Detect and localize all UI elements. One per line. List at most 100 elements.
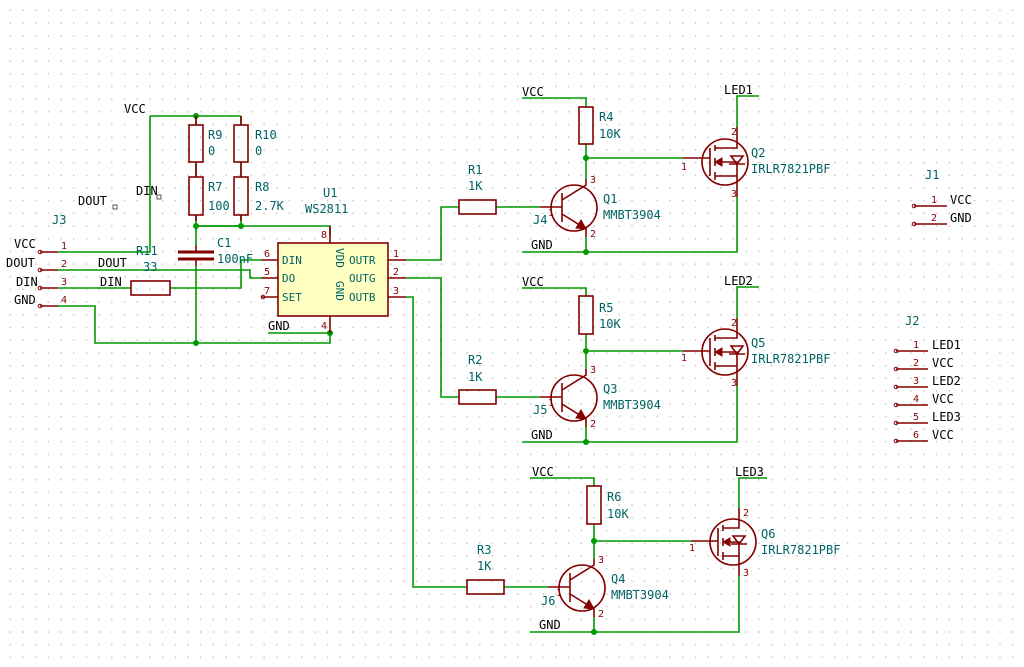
jumper-j4[interactable]: J4 bbox=[533, 213, 547, 227]
svg-text:6: 6 bbox=[264, 249, 270, 260]
svg-text:5: 5 bbox=[913, 412, 919, 423]
net-flag-dout: DOUT bbox=[78, 194, 107, 208]
svg-text:MMBT3904: MMBT3904 bbox=[611, 588, 669, 602]
npn-transistor-q3[interactable]: 1 3 2 Q3 MMBT3904 bbox=[540, 365, 661, 430]
svg-text:3: 3 bbox=[731, 189, 737, 200]
jumper-j5[interactable]: J5 bbox=[533, 403, 547, 417]
svg-text:OUTB: OUTB bbox=[349, 291, 376, 304]
no-connect-marker bbox=[156, 194, 162, 200]
svg-text:4: 4 bbox=[61, 295, 67, 306]
svg-text:R7: R7 bbox=[208, 180, 222, 194]
svg-text:100: 100 bbox=[208, 199, 230, 213]
mosfet-q5[interactable]: 1 2 3 Q5 IRLR7821PBF bbox=[681, 318, 830, 389]
svg-text:R1: R1 bbox=[468, 163, 482, 177]
svg-text:R8: R8 bbox=[255, 180, 269, 194]
svg-text:1: 1 bbox=[393, 249, 399, 260]
svg-text:Q1: Q1 bbox=[603, 192, 617, 206]
svg-text:3: 3 bbox=[743, 568, 749, 579]
svg-text:2: 2 bbox=[743, 508, 749, 519]
svg-text:6: 6 bbox=[913, 430, 919, 441]
resistor-r10[interactable]: R10 0 bbox=[233, 116, 277, 171]
svg-text:4: 4 bbox=[321, 321, 327, 332]
connector-j2[interactable]: J2 1 2 3 4 5 6 LED1 VCC LED2 VCC LED3 VC… bbox=[893, 314, 961, 444]
svg-text:1: 1 bbox=[689, 543, 695, 554]
junction bbox=[591, 629, 597, 635]
svg-text:GND: GND bbox=[950, 211, 972, 225]
jumper-j6[interactable]: J6 bbox=[541, 594, 555, 608]
connector-j1[interactable]: J1 1 2 VCC GND bbox=[911, 168, 972, 227]
svg-text:R6: R6 bbox=[607, 490, 621, 504]
net-label-vcc: VCC bbox=[532, 465, 554, 479]
svg-text:IRLR7821PBF: IRLR7821PBF bbox=[761, 543, 840, 557]
svg-text:R2: R2 bbox=[468, 353, 482, 367]
resistor-r11[interactable]: R11 33 bbox=[130, 244, 171, 296]
svg-text:1: 1 bbox=[681, 353, 687, 364]
ic-u1-ws2811[interactable]: U1 WS2811 6 5 7 1 2 3 8 4 DIN DO SET OUT… bbox=[260, 186, 406, 333]
svg-text:10K: 10K bbox=[607, 507, 629, 521]
svg-text:WS2811: WS2811 bbox=[305, 202, 348, 216]
capacitor-c1[interactable]: C1 100nF bbox=[178, 236, 253, 266]
svg-text:VCC: VCC bbox=[932, 392, 954, 406]
svg-text:2: 2 bbox=[61, 259, 67, 270]
resistor-r8[interactable]: R8 2.7K bbox=[233, 171, 285, 221]
resistor-r3[interactable]: R3 1K bbox=[466, 543, 505, 595]
svg-text:C1: C1 bbox=[217, 236, 231, 250]
npn-transistor-q1[interactable]: 1 3 2 Q1 MMBT3904 bbox=[540, 175, 661, 240]
svg-text:LED1: LED1 bbox=[932, 338, 961, 352]
svg-text:1: 1 bbox=[548, 398, 554, 409]
svg-text:R5: R5 bbox=[599, 301, 613, 315]
resistor-r6[interactable]: R6 10K bbox=[586, 485, 629, 525]
svg-text:3: 3 bbox=[731, 378, 737, 389]
junction bbox=[583, 439, 589, 445]
svg-text:Q3: Q3 bbox=[603, 382, 617, 396]
svg-text:1K: 1K bbox=[477, 559, 492, 573]
no-connect-marker bbox=[112, 204, 118, 210]
resistor-r1[interactable]: R1 1K bbox=[458, 163, 497, 215]
svg-text:VCC: VCC bbox=[950, 193, 972, 207]
svg-text:J2: J2 bbox=[905, 314, 919, 328]
npn-transistor-q4[interactable]: 1 3 2 Q4 MMBT3904 bbox=[548, 555, 669, 620]
net-label-gnd: GND bbox=[531, 238, 553, 252]
resistor-r5[interactable]: R5 10K bbox=[578, 295, 621, 335]
svg-text:1: 1 bbox=[548, 208, 554, 219]
svg-text:MMBT3904: MMBT3904 bbox=[603, 208, 661, 222]
svg-text:VCC: VCC bbox=[932, 428, 954, 442]
svg-text:VCC: VCC bbox=[14, 237, 36, 251]
svg-text:2: 2 bbox=[393, 267, 399, 278]
svg-text:IRLR7821PBF: IRLR7821PBF bbox=[751, 352, 830, 366]
svg-text:J3: J3 bbox=[52, 213, 66, 227]
svg-text:R3: R3 bbox=[477, 543, 491, 557]
svg-text:Q2: Q2 bbox=[751, 146, 765, 160]
connector-j3[interactable]: J3 1 2 3 4 VCC DOUT DIN GND bbox=[6, 213, 67, 309]
resistor-r2[interactable]: R2 1K bbox=[458, 353, 497, 405]
svg-text:2: 2 bbox=[590, 419, 596, 430]
resistor-r9[interactable]: R9 0 bbox=[188, 116, 222, 171]
svg-text:R10: R10 bbox=[255, 128, 277, 142]
svg-text:VCC: VCC bbox=[932, 356, 954, 370]
svg-text:3: 3 bbox=[590, 365, 596, 376]
svg-text:0: 0 bbox=[255, 144, 262, 158]
net-label-din: DIN bbox=[100, 275, 122, 289]
svg-text:MMBT3904: MMBT3904 bbox=[603, 398, 661, 412]
net-label-led1: LED1 bbox=[724, 83, 753, 97]
resistor-r4[interactable]: R4 10K bbox=[578, 106, 621, 145]
svg-text:OUTG: OUTG bbox=[349, 272, 376, 285]
svg-text:2.7K: 2.7K bbox=[255, 199, 285, 213]
svg-text:3: 3 bbox=[590, 175, 596, 186]
mosfet-q6[interactable]: 1 2 3 Q6 IRLR7821PBF bbox=[689, 508, 840, 579]
svg-text:R11: R11 bbox=[136, 244, 158, 258]
net-label-vcc: VCC bbox=[522, 275, 544, 289]
svg-text:1K: 1K bbox=[468, 179, 483, 193]
svg-text:J1: J1 bbox=[925, 168, 939, 182]
svg-text:LED3: LED3 bbox=[932, 410, 961, 424]
resistor-r7[interactable]: R7 100 bbox=[188, 171, 230, 221]
net-label-vcc: VCC bbox=[124, 102, 146, 116]
mosfet-q2[interactable]: 1 2 3 Q2 IRLR7821PBF bbox=[681, 127, 830, 200]
svg-text:1: 1 bbox=[556, 588, 562, 599]
junction bbox=[583, 155, 589, 161]
net-label-vcc: VCC bbox=[522, 85, 544, 99]
svg-text:1: 1 bbox=[913, 340, 919, 351]
svg-text:0: 0 bbox=[208, 144, 215, 158]
